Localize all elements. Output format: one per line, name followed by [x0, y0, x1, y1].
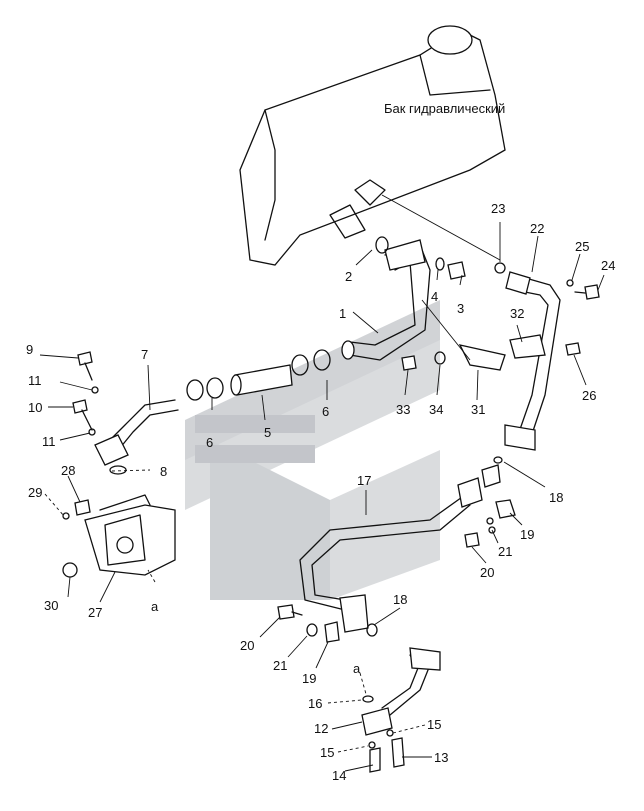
callout-31: 31: [471, 402, 485, 417]
clamps-6: [186, 349, 331, 401]
bolts-13-15: [368, 729, 405, 773]
callout-9: 9: [26, 342, 33, 357]
callout-14: 14: [332, 768, 346, 783]
callout-21b: 21: [273, 658, 287, 673]
callout-15b: 15: [320, 745, 334, 760]
suction-pipe: [341, 239, 431, 361]
callout-27: 27: [88, 605, 102, 620]
hose-7: [94, 399, 179, 466]
callout-12: 12: [314, 721, 328, 736]
hose-17: [299, 456, 503, 633]
callout-25: 25: [575, 239, 589, 254]
callout-30: 30: [44, 598, 58, 613]
callout-6b: 6: [322, 404, 329, 419]
callout-8: 8: [160, 464, 167, 479]
callout-3: 3: [457, 301, 464, 316]
callout-18b: 18: [393, 592, 407, 607]
callout-24: 24: [601, 258, 615, 273]
callout-23: 23: [491, 201, 505, 216]
bracket-31-32: [375, 236, 546, 371]
callout-a-pump: a: [151, 599, 159, 614]
callout-22: 22: [530, 221, 544, 236]
bolts-24-26: [494, 262, 600, 356]
parts-19-21-lower: [277, 604, 378, 643]
callout-34: 34: [429, 402, 443, 417]
callout-28: 28: [61, 463, 75, 478]
callout-2: 2: [345, 269, 352, 284]
callout-6a: 6: [206, 435, 213, 450]
callout-21a: 21: [498, 544, 512, 559]
callout-26: 26: [582, 388, 596, 403]
bolts-9-10: [72, 351, 99, 436]
callout-19a: 19: [520, 527, 534, 542]
callout-19b: 19: [302, 671, 316, 686]
callout-20a: 20: [480, 565, 494, 580]
callout-15a: 15: [427, 717, 441, 732]
parts-19-21-upper: [464, 499, 516, 548]
callout-10: 10: [28, 400, 42, 415]
hydraulic-tank: [239, 25, 506, 266]
callout-a-pipe: a: [353, 661, 361, 676]
callout-32: 32: [510, 306, 524, 321]
tank-label: Бак гидравлический: [384, 101, 505, 116]
hose-5: [230, 364, 293, 396]
callout-16: 16: [308, 696, 322, 711]
callout-labels: 1 2 3 4 5 6 6 7 8 9 10 11 11 12 13 14 15…: [26, 201, 615, 783]
callout-5: 5: [264, 425, 271, 440]
callout-17: 17: [357, 473, 371, 488]
callout-7: 7: [141, 347, 148, 362]
callout-4: 4: [431, 289, 438, 304]
pump-27: [62, 465, 176, 578]
callout-11b: 11: [42, 434, 56, 449]
callout-1: 1: [339, 306, 346, 321]
callout-11a: 11: [28, 373, 42, 388]
pipe-22: [504, 271, 561, 451]
callout-13: 13: [434, 750, 448, 765]
callout-29: 29: [28, 485, 42, 500]
callout-20b: 20: [240, 638, 254, 653]
leader-lines: [39, 194, 605, 772]
pipe-12: [361, 647, 441, 736]
callout-33: 33: [396, 402, 410, 417]
callout-18a: 18: [549, 490, 563, 505]
